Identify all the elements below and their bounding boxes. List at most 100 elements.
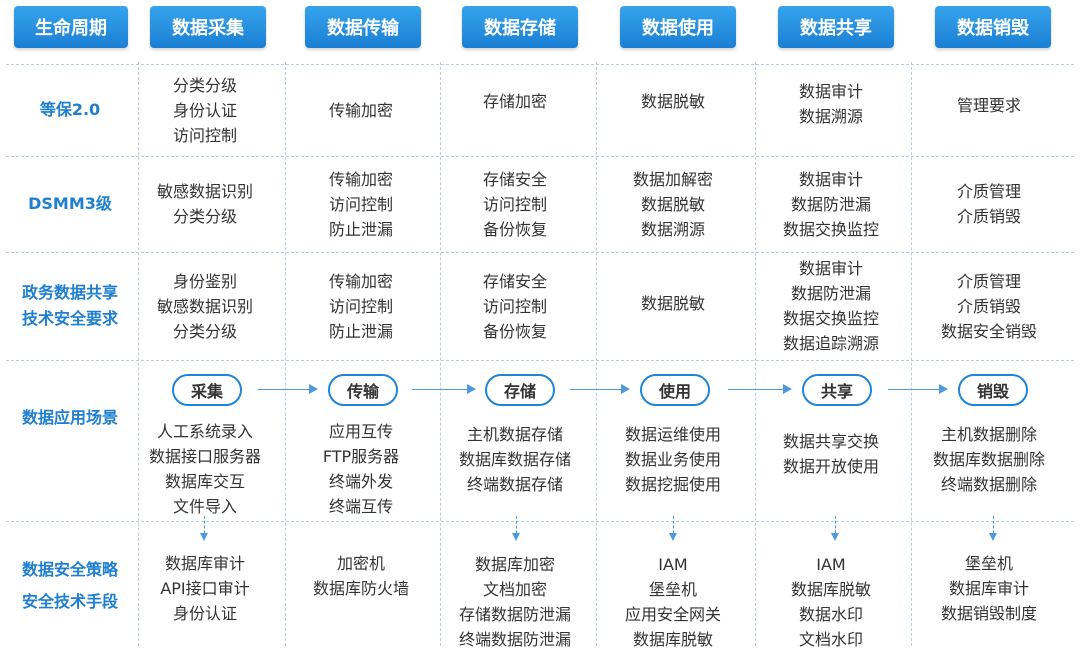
cell-line: 数据脱敏	[640, 293, 705, 313]
cell-line: 数据防泄漏	[790, 194, 871, 214]
header-sharing: 数据共享	[778, 6, 894, 48]
header-collection: 数据采集	[150, 6, 266, 48]
cell-line: 数据加解密	[632, 169, 713, 189]
cell-line: 数据脱敏	[640, 194, 705, 214]
cell-line: 传输加密	[328, 169, 393, 189]
grid-line-col-6	[911, 62, 912, 646]
cell-line: IAM	[658, 555, 688, 574]
cell-line: 数据交换监控	[782, 219, 879, 239]
cell: 数据审计数据溯源	[756, 66, 906, 142]
cell-line: 介质销毁	[956, 296, 1021, 316]
cell-line: 身份鉴别	[172, 271, 237, 291]
cell-line: 数据库加密	[474, 555, 555, 574]
cell-line: 身份认证	[172, 100, 237, 120]
cell-line: 终端外发	[328, 472, 393, 491]
cell: 人工系统录入数据接口服务器数据库交互文件导入	[130, 418, 280, 520]
cell-line: 政务数据共享	[21, 283, 118, 302]
cell-line: 身份认证	[172, 603, 237, 623]
grid-line-col-5	[755, 62, 756, 646]
cell-line: 防止泄漏	[328, 219, 393, 239]
flow-arrow	[570, 384, 630, 394]
cell-line: 文档水印	[798, 630, 863, 649]
flow-arrow	[412, 384, 476, 394]
cell-line: 介质销毁	[956, 207, 1021, 226]
cell-line: 防止泄漏	[328, 321, 393, 341]
cell-line: 技术安全要求	[21, 309, 118, 328]
header-usage: 数据使用	[620, 6, 736, 48]
cell: 传输加密访问控制防止泄漏	[286, 254, 436, 358]
cell-line: 数据共享交换	[782, 432, 879, 451]
cell: 数据加解密数据脱敏数据溯源	[598, 158, 748, 250]
cell: 敏感数据识别分类分级	[130, 158, 280, 250]
cell-line: 敏感数据识别	[156, 296, 253, 316]
cell-line: 数据审计	[798, 82, 863, 101]
cell: 分类分级身份认证访问控制	[130, 66, 280, 154]
cell-line: 数据安全销毁	[940, 321, 1037, 341]
cell-line: 分类分级	[172, 207, 237, 226]
cell-line: 存储数据防泄漏	[458, 605, 571, 624]
cell: 介质管理介质销毁数据安全销毁	[914, 254, 1064, 358]
flow-arrow	[258, 384, 318, 394]
cell-line: 敏感数据识别	[156, 182, 253, 201]
cell: 传输加密访问控制防止泄漏	[286, 158, 436, 250]
cell: 介质管理介质销毁	[914, 158, 1064, 250]
cell: 主机数据存储数据库数据存储终端数据存储	[440, 418, 590, 500]
cell: 堡垒机数据库审计数据销毁制度	[914, 548, 1064, 628]
cell: 存储安全访问控制备份恢复	[440, 254, 590, 358]
down-arrow	[512, 516, 520, 541]
grid-line-row-4	[6, 360, 1074, 361]
cell-line: 数据追踪溯源	[782, 334, 879, 353]
cell-line: API接口审计	[160, 578, 250, 598]
cell: 数据库加密文档加密存储数据防泄漏终端数据防泄漏	[440, 550, 590, 654]
stage-pill-transmit: 传输	[328, 374, 398, 406]
cell: 存储加密	[440, 66, 590, 136]
flow-arrow	[888, 384, 948, 394]
cell-line: 数据审计	[798, 259, 863, 278]
cell-line: 访问控制	[482, 296, 547, 316]
cell: 数据脱敏	[598, 66, 748, 136]
down-arrow	[669, 516, 677, 541]
cell-line: 介质管理	[956, 271, 1021, 291]
cell-line: 文档加密	[482, 580, 547, 599]
cell-line: 数据水印	[798, 605, 863, 624]
cell-line: 数据运维使用	[624, 424, 721, 444]
grid-line-row-3	[6, 252, 1074, 253]
grid-line-col-4	[596, 62, 597, 646]
cell-line: 数据库审计	[948, 578, 1029, 598]
header-transmission: 数据传输	[305, 6, 421, 48]
row-label: 数据安全策略安全技术手段	[6, 548, 134, 624]
cell-line: 存储加密	[482, 91, 547, 111]
cell: 身份鉴别敏感数据识别分类分级	[130, 254, 280, 358]
stage-pill-use: 使用	[640, 374, 710, 406]
cell-line: 数据交换监控	[782, 309, 879, 328]
cell-line: 分类分级	[172, 321, 237, 341]
cell-line: 数据溯源	[798, 107, 863, 126]
cell-line: 数据接口服务器	[148, 447, 261, 466]
cell-line: 数据业务使用	[624, 449, 721, 469]
cell-line: 数据库数据删除	[932, 449, 1045, 469]
stage-pill-store: 存储	[485, 374, 555, 406]
grid-line-row-2	[6, 156, 1074, 157]
header-lifecycle: 生命周期	[14, 6, 128, 48]
cell-line: 终端数据删除	[940, 474, 1037, 494]
cell-line: 备份恢复	[482, 219, 547, 239]
cell: 存储安全访问控制备份恢复	[440, 158, 590, 250]
row-label: 等保2.0	[6, 66, 134, 154]
cell-line: IAM	[816, 555, 846, 574]
cell-line: 数据库审计	[164, 553, 245, 573]
cell-line: 文件导入	[172, 497, 237, 516]
row-label: 数据应用场景	[6, 362, 134, 474]
row-label: DSMM3级	[6, 158, 134, 250]
cell-line: 访问控制	[172, 125, 237, 145]
cell: 主机数据删除数据库数据删除终端数据删除	[914, 418, 1064, 500]
down-arrow	[200, 516, 208, 541]
stage-pill-collect: 采集	[172, 374, 242, 406]
cell-line: 数据溯源	[640, 219, 705, 239]
cell-line: 数据审计	[798, 169, 863, 189]
cell-line: 数据库数据存储	[458, 449, 571, 469]
cell-line: 访问控制	[482, 194, 547, 214]
cell-line: 终端数据存储	[466, 474, 563, 494]
cell-line: 备份恢复	[482, 321, 547, 341]
cell-line: 终端互传	[328, 497, 393, 516]
